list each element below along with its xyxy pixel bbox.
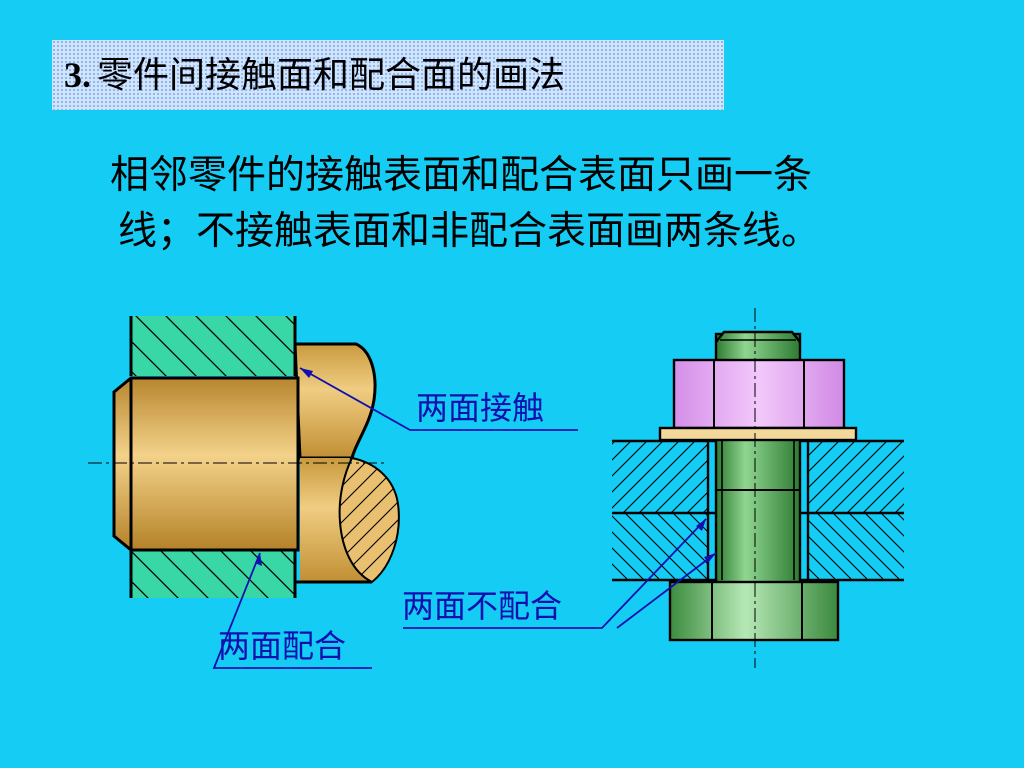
title-number: 3. (64, 54, 91, 95)
tube-break-section (338, 456, 400, 584)
leader-no-fit-1 (403, 518, 707, 629)
tube-part-lower (300, 458, 372, 582)
title-text: 零件间接触面和配合面的画法 (97, 54, 566, 96)
leader-contact (299, 367, 578, 431)
housing-bottom (129, 550, 297, 598)
lower-plate (612, 513, 904, 580)
label-fit: 两面配合 (218, 627, 347, 665)
description-line-2: 线；不接触表面和非配合表面画两条线。 (118, 209, 821, 254)
leader-contact-arrow (300, 368, 313, 378)
leader-no-fit-2 (616, 552, 717, 629)
slide-title: 3.零件间接触面和配合面的画法 (64, 57, 565, 94)
description-text: 相邻零件的接触表面和配合表面只画一条 线；不接触表面和非配合表面画两条线。 (110, 148, 990, 260)
shaft (112, 376, 300, 552)
upper-plate (612, 441, 904, 513)
leader-fit (212, 552, 372, 669)
leader-fit-arrow (255, 553, 262, 566)
housing-top (129, 316, 297, 376)
washer (658, 426, 858, 442)
leader-no-fit-arrow-2 (704, 553, 716, 563)
bolt-head (668, 580, 840, 642)
tube-part (293, 342, 377, 460)
title-box: 3.零件间接触面和配合面的画法 (52, 40, 724, 110)
label-no-fit: 两面不配合 (402, 587, 563, 625)
nut (672, 358, 846, 430)
label-contact: 两面接触 (416, 389, 545, 427)
leader-no-fit-arrow-1 (696, 519, 706, 531)
description-line-1: 相邻零件的接触表面和配合表面只画一条 (110, 153, 813, 198)
